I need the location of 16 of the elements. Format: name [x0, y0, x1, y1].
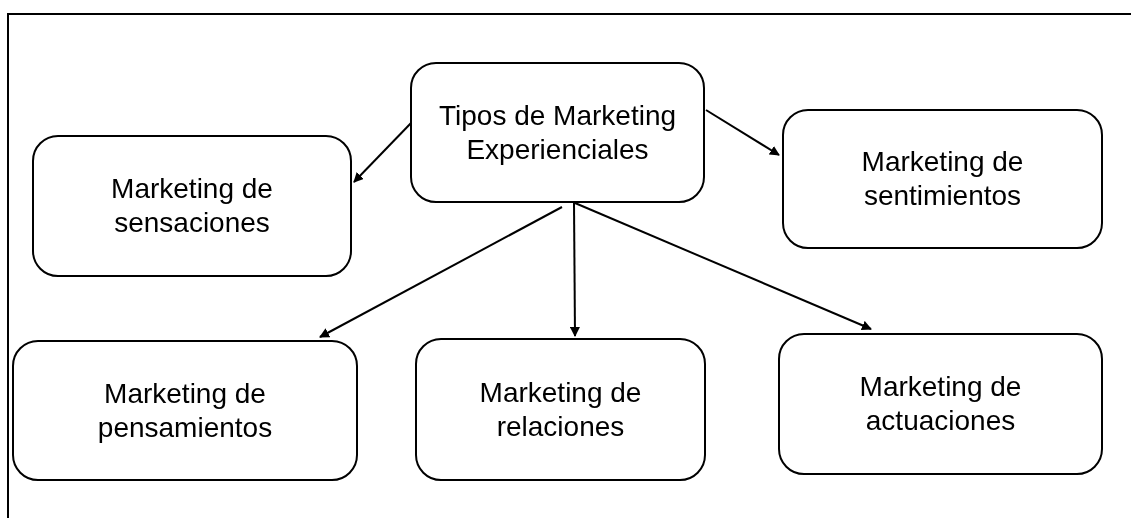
- arrow: [574, 202, 872, 331]
- node-label: Marketing de sensaciones: [110, 172, 274, 240]
- node-label: Marketing de sentimientos: [860, 145, 1025, 213]
- node-label: Marketing de actuaciones: [858, 370, 1023, 438]
- rounded-box: [410, 62, 705, 203]
- arrow: [569, 202, 580, 337]
- arrow: [319, 206, 563, 338]
- rounded-box: [782, 109, 1103, 249]
- node-label: Tipos de Marketing Experienciales: [437, 98, 678, 167]
- rounded-box: [778, 333, 1103, 475]
- node-label: Marketing de pensamientos: [96, 376, 274, 445]
- rounded-box: [415, 338, 706, 481]
- rounded-box: [32, 135, 352, 277]
- node-label: Marketing de relaciones: [478, 375, 643, 444]
- rounded-box: [12, 340, 358, 481]
- arrow: [705, 109, 780, 156]
